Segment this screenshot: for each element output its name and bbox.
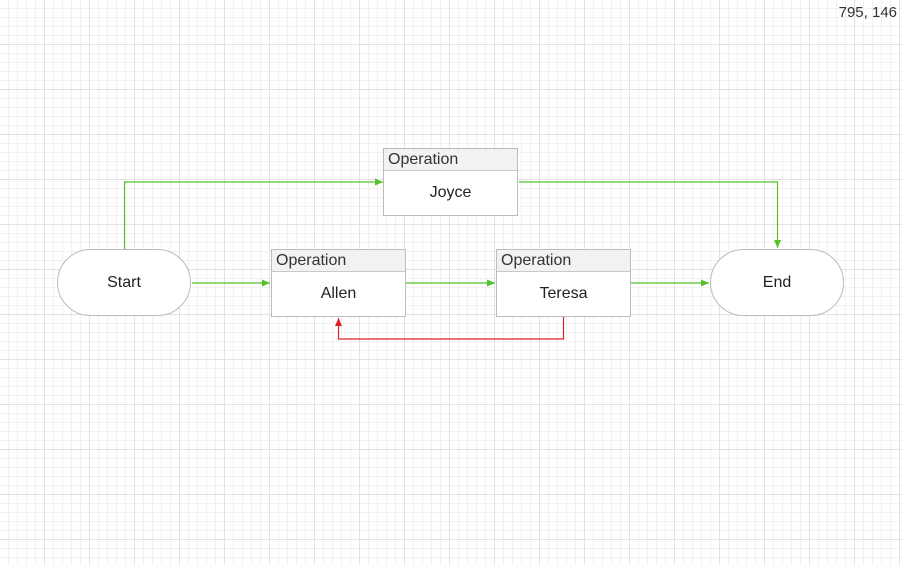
operation-node-joyce[interactable]: Operation Joyce — [383, 148, 518, 216]
operation-node-label: Joyce — [429, 184, 472, 201]
edge-teresa-to-allen[interactable] — [335, 317, 565, 340]
start-node[interactable]: Start — [57, 249, 191, 316]
operation-node-allen[interactable]: Operation Allen — [271, 249, 406, 317]
operation-node-header: Operation — [384, 149, 517, 171]
edge-start-to-joyce[interactable] — [123, 178, 384, 249]
operation-node-header: Operation — [497, 250, 630, 272]
operation-node-label: Teresa — [539, 285, 588, 302]
start-node-label: Start — [107, 273, 141, 291]
operation-node-teresa[interactable]: Operation Teresa — [496, 249, 631, 317]
operation-node-header: Operation — [272, 250, 405, 272]
operation-node-label: Allen — [320, 285, 357, 302]
cursor-coordinates: 795, 146 — [838, 4, 897, 21]
edge-joyce-to-end[interactable] — [519, 181, 781, 248]
end-node[interactable]: End — [710, 249, 844, 316]
end-node-label: End — [762, 273, 792, 291]
